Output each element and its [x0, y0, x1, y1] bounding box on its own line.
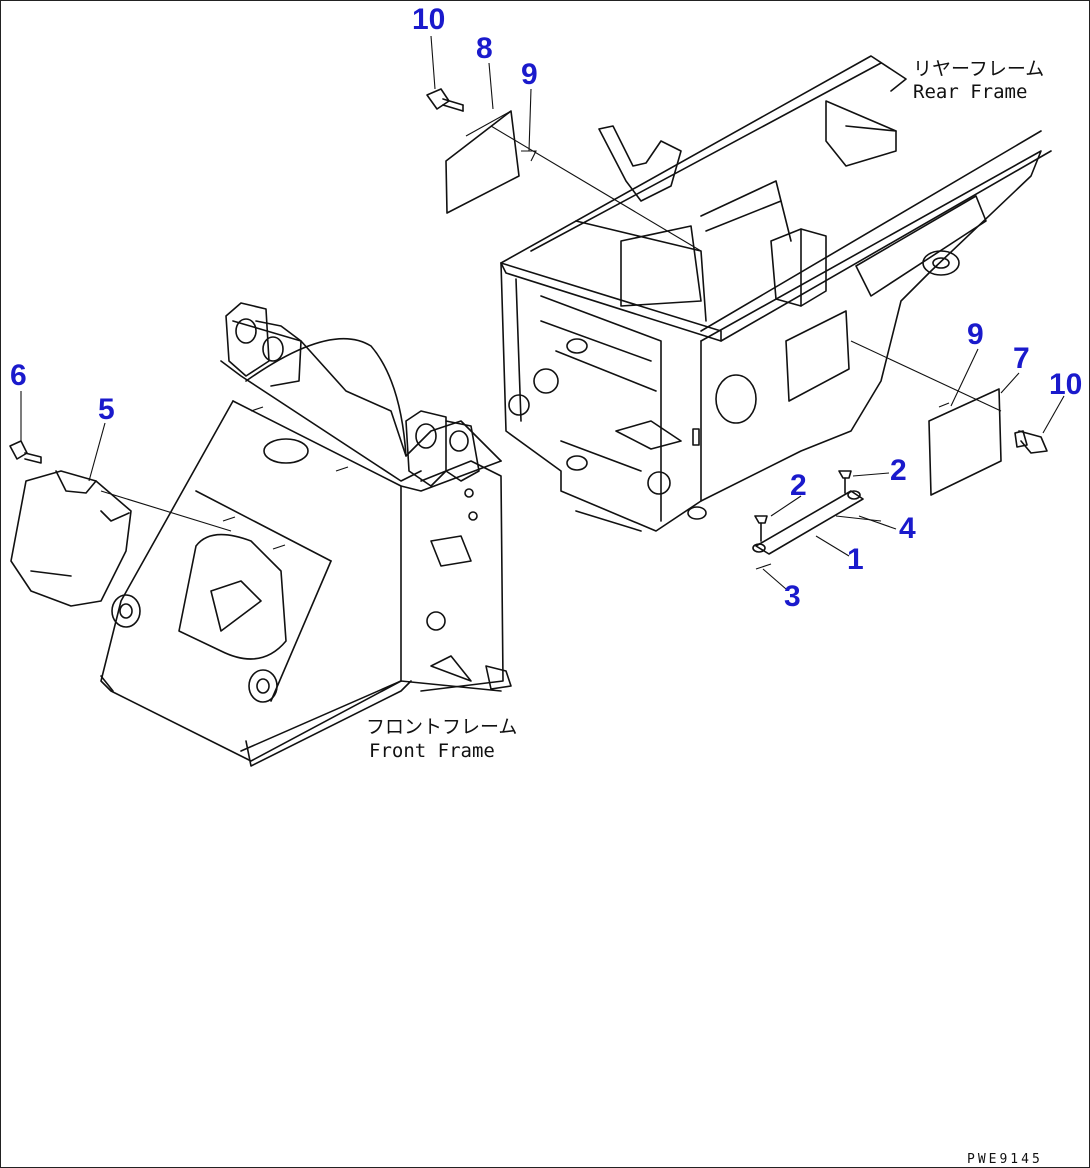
callout-2-left: 2: [790, 469, 807, 502]
cover-plate-7: [850, 340, 1048, 496]
callout-5: 5: [98, 393, 115, 426]
rear-frame-drawing: [500, 55, 1052, 532]
callout-9-right: 9: [967, 318, 984, 351]
callout-10-top: 10: [412, 3, 445, 36]
callout-3: 3: [784, 580, 801, 613]
rear-frame-label-jp: リヤーフレーム: [913, 58, 1044, 80]
leader-lines: [20, 35, 1065, 590]
stopper-bar-1: [752, 470, 882, 570]
callout-2-right: 2: [890, 454, 907, 487]
callout-8: 8: [476, 32, 493, 65]
frame-labels: リヤーフレーム Rear Frame フロントフレーム Front Frame: [366, 58, 1044, 762]
part-callouts: 10 8 9 9 7 10 2 2 4 1 3 6 5: [10, 3, 1082, 613]
callout-6: 6: [10, 359, 27, 392]
callout-10-right: 10: [1049, 368, 1082, 401]
callout-1: 1: [847, 543, 864, 576]
drawing-code: PWE9145: [967, 1152, 1043, 1167]
front-frame-drawing: [100, 302, 512, 767]
callout-4: 4: [899, 512, 916, 545]
callout-9-top: 9: [521, 58, 538, 91]
callout-7: 7: [1013, 342, 1030, 375]
rear-frame-label-en: Rear Frame: [913, 81, 1027, 103]
front-frame-label-en: Front Frame: [369, 740, 495, 762]
front-frame-label-jp: フロントフレーム: [366, 716, 517, 738]
cover-5: [9, 440, 232, 607]
cover-plate-8: [426, 88, 702, 252]
